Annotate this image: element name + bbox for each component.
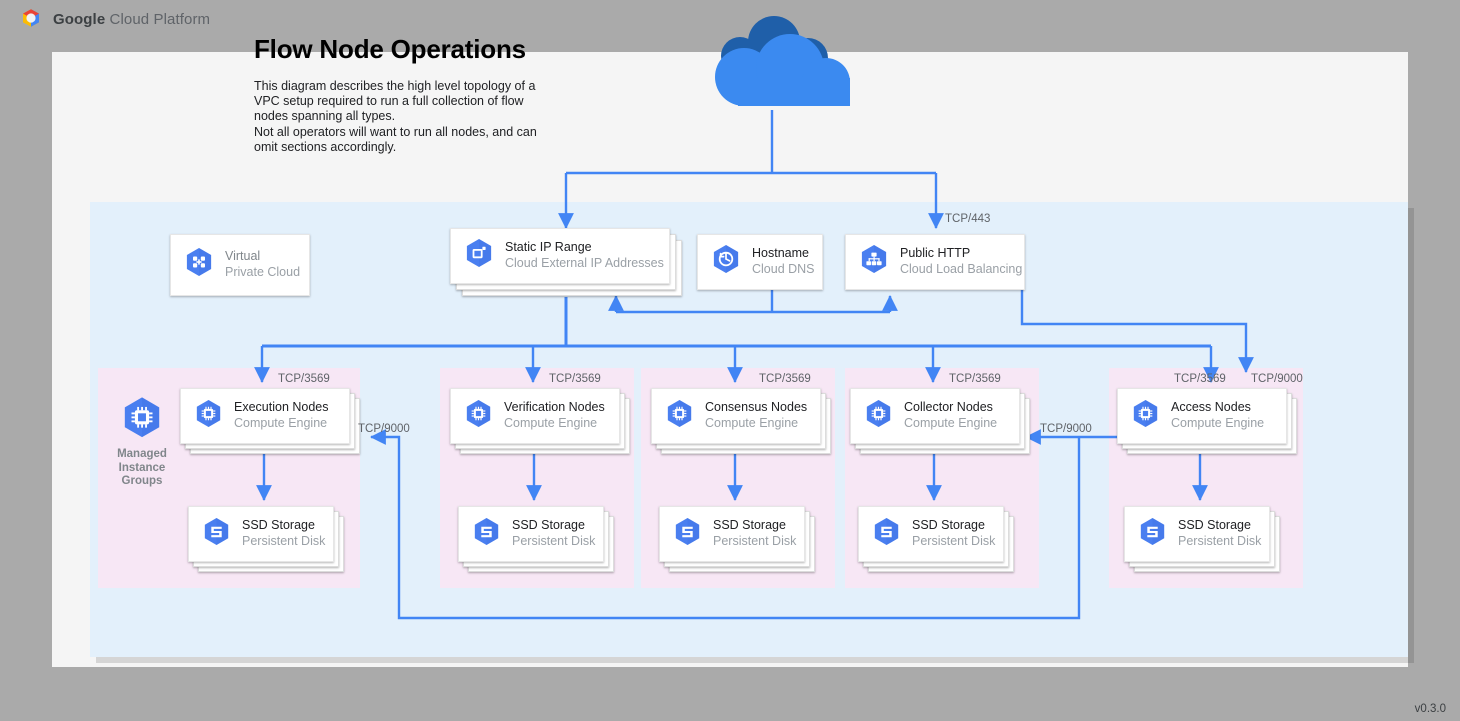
compute-engine-icon [865, 399, 892, 434]
google-cloud-logo-icon [18, 6, 44, 32]
node-title: Execution Nodes [234, 400, 329, 415]
node-public-http[interactable]: Public HTTP Cloud Load Balancing [845, 234, 1025, 290]
node-title: Verification Nodes [504, 400, 605, 415]
node-subtitle: Cloud Load Balancing [900, 262, 1023, 276]
node-title: SSD Storage [242, 518, 315, 533]
port-label-lb-443: TCP/443 [945, 213, 991, 225]
persistent-disk-icon [1139, 517, 1166, 552]
port-label-collector-3569: TCP/3569 [949, 373, 1001, 385]
port-label-execution-3569: TCP/3569 [278, 373, 330, 385]
node-title: SSD Storage [512, 518, 585, 533]
compute-engine-icon [666, 399, 693, 434]
node-hostname[interactable]: Hostname Cloud DNS [697, 234, 823, 290]
external-ip-icon [465, 238, 493, 274]
node-title: Virtual [225, 249, 261, 264]
node-label: Consensus Nodes Compute Engine [705, 400, 807, 431]
persistent-disk-icon [873, 517, 900, 552]
version-label: v0.3.0 [1414, 703, 1446, 715]
node-subtitle: Persistent Disk [713, 534, 797, 548]
port-label-verification-3569: TCP/3569 [549, 373, 601, 385]
brand-bold: Google [53, 10, 106, 28]
node-subtitle: Compute Engine [234, 416, 328, 430]
virtual-private-cloud-icon [185, 247, 213, 283]
node-label: Access Nodes Compute Engine [1171, 400, 1264, 431]
compute-engine-icon [1132, 399, 1159, 434]
port-label-access-9000: TCP/9000 [1251, 373, 1303, 385]
internet-cloud-icon [680, 16, 866, 119]
node-execution-nodes[interactable]: Execution Nodes Compute Engine [180, 388, 350, 444]
node-ssd-storage-collector[interactable]: SSD Storage Persistent Disk [858, 506, 1004, 562]
node-label: SSD Storage Persistent Disk [713, 518, 796, 549]
node-subtitle: Compute Engine [504, 416, 598, 430]
node-subtitle: Cloud DNS [752, 262, 815, 276]
port-label-collector-9000: TCP/9000 [1040, 423, 1092, 435]
node-ssd-storage-access[interactable]: SSD Storage Persistent Disk [1124, 506, 1270, 562]
node-collector-nodes[interactable]: Collector Nodes Compute Engine [850, 388, 1020, 444]
node-title: Consensus Nodes [705, 400, 808, 415]
node-title: SSD Storage [912, 518, 985, 533]
node-title: Access Nodes [1171, 400, 1251, 415]
brand-bar: Google Cloud Platform [0, 0, 1460, 38]
persistent-disk-icon [473, 517, 500, 552]
node-ssd-storage-verification[interactable]: SSD Storage Persistent Disk [458, 506, 604, 562]
compute-engine-icon [195, 399, 222, 434]
node-title: Hostname [752, 246, 809, 261]
cloud-dns-icon [712, 244, 740, 280]
node-static-ip-range[interactable]: Static IP Range Cloud External IP Addres… [450, 228, 670, 284]
node-label: SSD Storage Persistent Disk [912, 518, 995, 549]
node-consensus-nodes[interactable]: Consensus Nodes Compute Engine [651, 388, 821, 444]
persistent-disk-icon [203, 517, 230, 552]
node-ssd-storage-consensus[interactable]: SSD Storage Persistent Disk [659, 506, 805, 562]
node-title: Collector Nodes [904, 400, 993, 415]
port-label-execution-9000: TCP/9000 [358, 423, 410, 435]
node-subtitle: Compute Engine [705, 416, 799, 430]
node-subtitle: Persistent Disk [912, 534, 996, 548]
node-subtitle: Persistent Disk [1178, 534, 1262, 548]
node-subtitle: Persistent Disk [512, 534, 596, 548]
node-title: SSD Storage [713, 518, 786, 533]
node-label: Virtual Private Cloud [225, 249, 300, 280]
load-balancing-icon [860, 244, 888, 280]
brand-text: Google Cloud Platform [53, 11, 210, 28]
node-label: Execution Nodes Compute Engine [234, 400, 329, 431]
port-label-consensus-3569: TCP/3569 [759, 373, 811, 385]
node-label: SSD Storage Persistent Disk [242, 518, 325, 549]
node-access-nodes[interactable]: Access Nodes Compute Engine [1117, 388, 1287, 444]
node-label: Public HTTP Cloud Load Balancing [900, 246, 1022, 277]
brand-rest: Cloud Platform [105, 10, 211, 28]
node-virtual-private-cloud[interactable]: Virtual Private Cloud [170, 234, 310, 296]
node-verification-nodes[interactable]: Verification Nodes Compute Engine [450, 388, 620, 444]
node-label: Verification Nodes Compute Engine [504, 400, 605, 431]
node-subtitle: Persistent Disk [242, 534, 326, 548]
node-subtitle: Compute Engine [904, 416, 998, 430]
managed-instance-groups-icon [122, 396, 162, 445]
compute-engine-icon [465, 399, 492, 434]
node-subtitle: Cloud External IP Addresses [505, 256, 664, 270]
persistent-disk-icon [674, 517, 701, 552]
node-label: SSD Storage Persistent Disk [512, 518, 595, 549]
node-title: Public HTTP [900, 246, 971, 261]
node-label: Hostname Cloud DNS [752, 246, 815, 277]
node-ssd-storage-execution[interactable]: SSD Storage Persistent Disk [188, 506, 334, 562]
page-title: Flow Node Operations [254, 34, 526, 64]
page-description: This diagram describes the high level to… [254, 79, 537, 154]
node-label: SSD Storage Persistent Disk [1178, 518, 1261, 549]
port-label-access-3569: TCP/3569 [1174, 373, 1226, 385]
node-subtitle: Compute Engine [1171, 416, 1265, 430]
node-subtitle: Private Cloud [225, 265, 301, 279]
node-label: Static IP Range Cloud External IP Addres… [505, 240, 664, 271]
node-label: Collector Nodes Compute Engine [904, 400, 997, 431]
node-title: Static IP Range [505, 240, 592, 255]
node-title: SSD Storage [1178, 518, 1251, 533]
